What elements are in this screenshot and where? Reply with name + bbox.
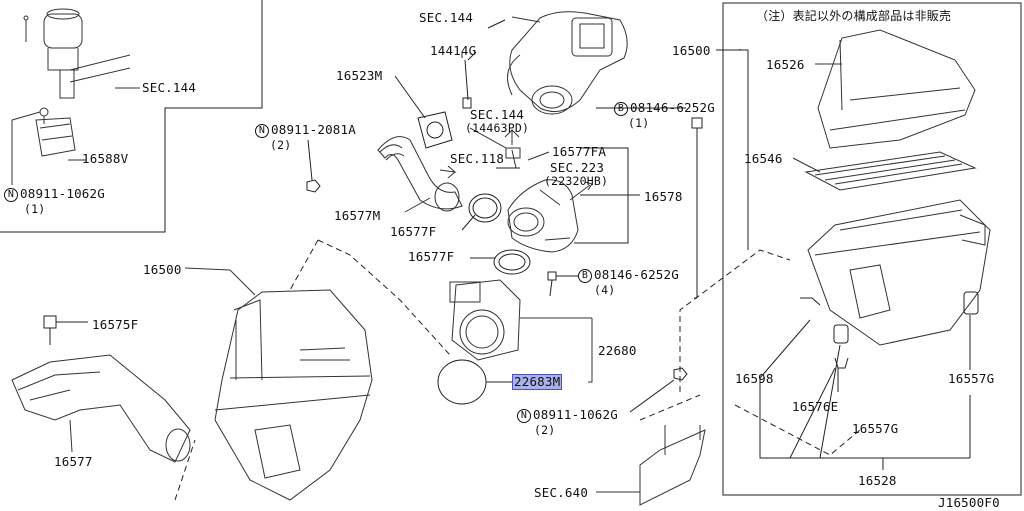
circle-n-icon: N	[517, 408, 531, 423]
label-sec144-top[interactable]: SEC.144	[419, 10, 474, 25]
label-16523m[interactable]: 16523M	[336, 68, 383, 83]
leader-lines-right	[759, 315, 971, 470]
stud-bolt-drawing	[461, 52, 472, 109]
label-16526[interactable]: 16526	[766, 57, 805, 72]
leader-lines-misc	[467, 19, 749, 250]
diagram-id: J16500F0	[938, 495, 1000, 510]
circle-b-icon: B	[614, 101, 628, 116]
label-22320hb[interactable]: (22320HB)	[544, 174, 609, 188]
inlet-duct-drawing	[11, 354, 191, 463]
label-16557g-b[interactable]: 16557G	[852, 421, 899, 436]
label-sec118[interactable]: SEC.118	[450, 151, 505, 166]
label-22680[interactable]: 22680	[598, 343, 637, 358]
label-14414g[interactable]: 14414G	[430, 43, 477, 58]
leader-16578	[580, 147, 629, 196]
label-sec144-mid[interactable]: SEC.144	[470, 107, 525, 122]
label-22683m[interactable]: 22683M	[511, 374, 563, 390]
label-16577[interactable]: 16577	[54, 454, 93, 469]
intake-duct-drawing	[504, 129, 593, 253]
gasket-drawing	[394, 75, 453, 149]
circle-b-icon: B	[578, 268, 592, 283]
label-sec640[interactable]: SEC.640	[534, 485, 589, 500]
hose-clamp-drawing	[461, 193, 531, 275]
note-text: （注）表記以外の構成部品は非販売	[756, 9, 952, 23]
air-cleaner-case-drawing	[807, 199, 991, 346]
label-16577f-a[interactable]: 16577F	[390, 224, 437, 239]
label-16528[interactable]: 16528	[858, 473, 897, 488]
label-16576e[interactable]: 16576E	[792, 399, 839, 414]
part-number: 08911-2081A	[271, 122, 356, 137]
label-16577f-b[interactable]: 16577F	[408, 249, 455, 264]
component-group-box	[722, 2, 1022, 496]
circle-n-icon: N	[4, 187, 18, 202]
part-number: 08911-1062G	[533, 407, 618, 422]
label-qty-2-a: (2)	[270, 138, 292, 152]
label-16578[interactable]: 16578	[644, 189, 683, 204]
nut-drawing	[306, 139, 688, 413]
label-inset-16588v[interactable]: 16588V	[82, 151, 129, 166]
label-16598[interactable]: 16598	[735, 371, 774, 386]
air-cleaner-left-drawing	[184, 267, 373, 501]
label-inset-sec144[interactable]: SEC.144	[142, 80, 197, 95]
label-qty-1-a: (1)	[628, 116, 650, 130]
label-16577m[interactable]: 16577M	[334, 208, 381, 223]
mounting-bracket-drawing	[596, 425, 706, 506]
label-16577fa[interactable]: 16577FA	[552, 144, 607, 159]
label-16575f[interactable]: 16575F	[92, 317, 139, 332]
inset-valve-drawing	[11, 8, 140, 185]
label-qty-4: (4)	[594, 283, 616, 297]
o-ring-drawing	[437, 359, 487, 405]
label-16500-top[interactable]: 16500	[672, 43, 711, 58]
clip-bolt-drawing	[43, 315, 88, 345]
label-16500-left[interactable]: 16500	[143, 262, 182, 277]
label-qty-2-b: (2)	[534, 423, 556, 437]
label-inset-qty-1: (1)	[24, 202, 46, 216]
label-sec223[interactable]: SEC.223	[550, 160, 605, 175]
label-16546[interactable]: 16546	[744, 151, 783, 166]
part-number: 08911-1062G	[20, 186, 105, 201]
bolt-drawing	[547, 117, 703, 299]
dashed-guides	[174, 239, 861, 501]
airflow-meter-drawing	[449, 279, 593, 383]
label-16557g-a[interactable]: 16557G	[948, 371, 995, 386]
hose-drawing	[377, 136, 463, 213]
part-number: 08146-6252G	[594, 267, 679, 282]
air-filter-drawing	[792, 151, 977, 191]
circle-n-icon: N	[255, 123, 269, 138]
inset-frame	[0, 0, 263, 233]
label-14463pd[interactable]: (14463PD)	[465, 121, 530, 135]
part-number: 08146-6252G	[630, 100, 715, 115]
turbocharger-drawing	[507, 11, 628, 115]
air-cleaner-lid-drawing	[815, 29, 976, 149]
